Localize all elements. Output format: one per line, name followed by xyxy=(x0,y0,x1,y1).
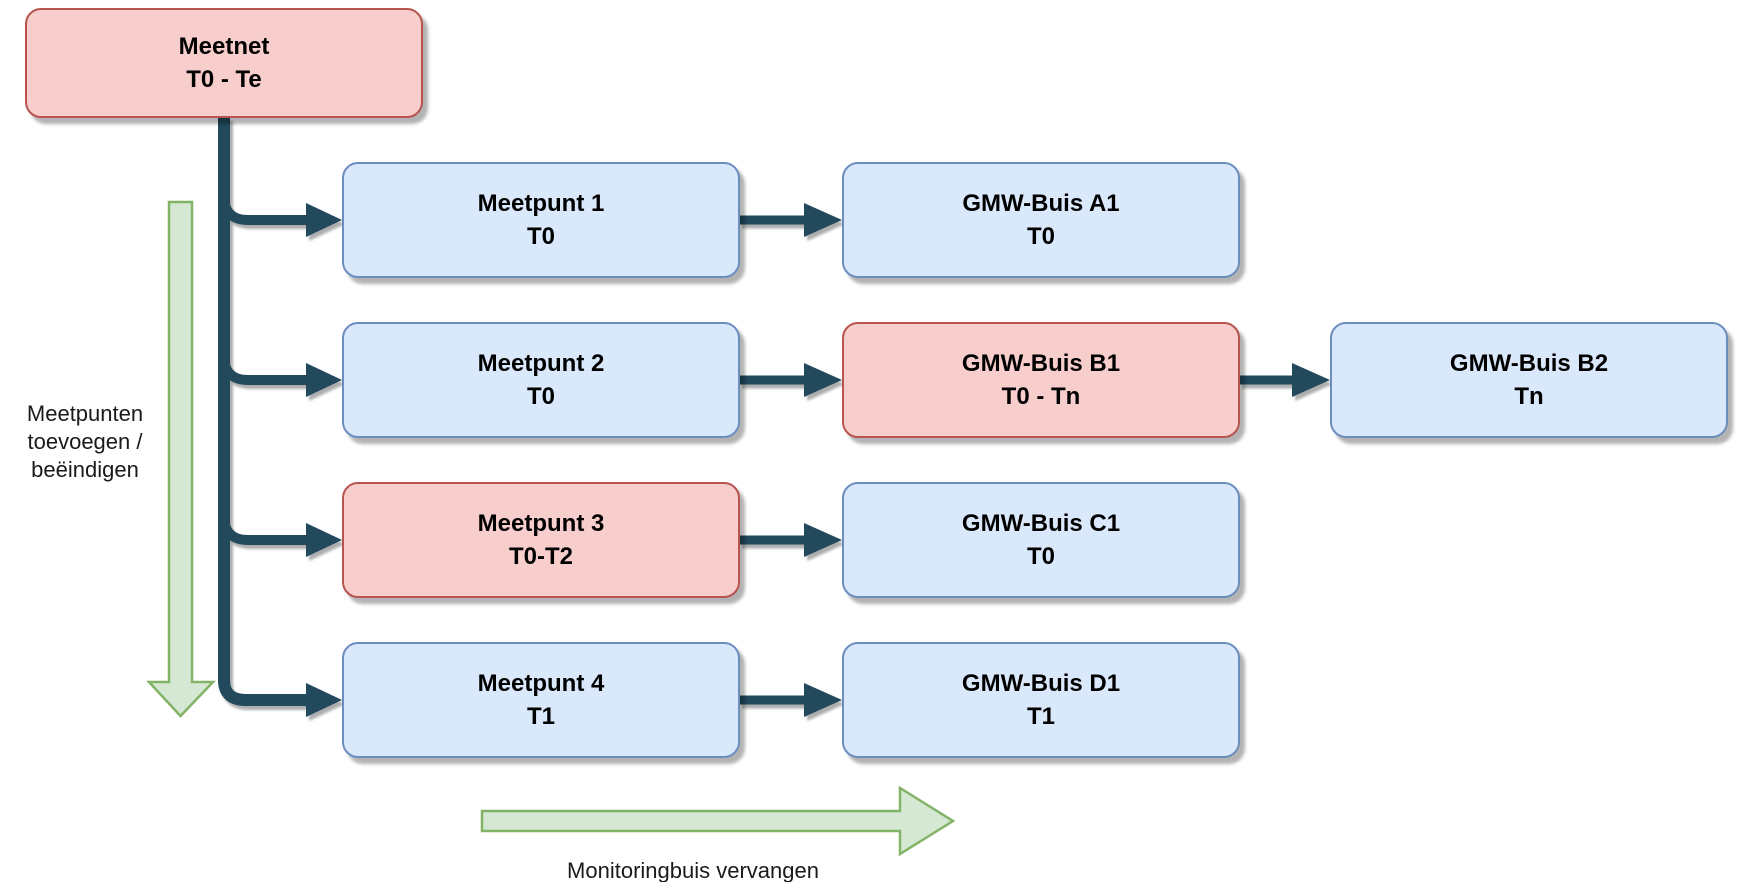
node-period: T0 xyxy=(526,383,555,410)
node-gmw-buis-b2: GMW-Buis B2 Tn xyxy=(1330,322,1728,438)
node-title: GMW-Buis D1 xyxy=(961,670,1121,697)
arrowhead-d1 xyxy=(804,683,842,717)
arrowhead-b2 xyxy=(1292,363,1330,397)
bottom-annotation: Monitoringbuis vervangen xyxy=(567,858,819,882)
node-period: T0 - Tn xyxy=(1001,383,1081,410)
node-meetnet: Meetnet T0 - Te xyxy=(25,8,423,118)
node-title: GMW-Buis A1 xyxy=(962,190,1120,217)
arrowhead-c1 xyxy=(804,523,842,557)
node-period: T0-T2 xyxy=(508,543,573,570)
left-annotation-line: beëindigen xyxy=(31,457,139,482)
node-period: T0 - Te xyxy=(186,66,262,93)
node-meetpunt-1: Meetpunt 1 T0 xyxy=(342,162,740,278)
branch-connector-row2 xyxy=(219,355,307,385)
arrowhead-branch-row1 xyxy=(306,203,342,237)
arrowhead-branch-row3 xyxy=(306,523,342,557)
node-title: Meetpunt 1 xyxy=(477,190,605,217)
arrowhead-b1 xyxy=(804,363,842,397)
node-period: Tn xyxy=(1514,383,1544,410)
branch-connector-row3 xyxy=(219,515,307,545)
node-period: T1 xyxy=(526,703,555,730)
arrowhead-branch-row2 xyxy=(306,363,342,397)
node-gmw-buis-d1: GMW-Buis D1 T1 xyxy=(842,642,1240,758)
arrowhead-a1 xyxy=(804,203,842,237)
node-meetpunt-2: Meetpunt 2 T0 xyxy=(342,322,740,438)
node-period: T0 xyxy=(526,223,555,250)
trunk-connector xyxy=(218,117,307,706)
node-title: GMW-Buis B1 xyxy=(961,350,1121,377)
node-gmw-buis-b1: GMW-Buis B1 T0 - Tn xyxy=(842,322,1240,438)
left-annotation-line: toevoegen / xyxy=(27,429,143,454)
node-period: T0 xyxy=(1026,223,1055,250)
node-title: GMW-Buis B2 xyxy=(1449,350,1609,377)
node-period: T1 xyxy=(1026,703,1055,730)
node-meetpunt-3: Meetpunt 3 T0-T2 xyxy=(342,482,740,598)
arrowhead-branch-row4 xyxy=(306,683,342,717)
node-title: Meetpunt 3 xyxy=(477,510,605,537)
timeline-right-arrow xyxy=(480,785,956,857)
node-gmw-buis-c1: GMW-Buis C1 T0 xyxy=(842,482,1240,598)
node-period: T0 xyxy=(1026,543,1055,570)
node-gmw-buis-a1: GMW-Buis A1 T0 xyxy=(842,162,1240,278)
node-meetpunt-4: Meetpunt 4 T1 xyxy=(342,642,740,758)
node-title: GMW-Buis C1 xyxy=(961,510,1121,537)
left-annotation: Meetpunten toevoegen / beëindigen xyxy=(0,400,170,484)
node-title: Meetnet xyxy=(178,33,270,60)
branch-connector-row1 xyxy=(219,195,307,225)
left-annotation-line: Meetpunten xyxy=(26,401,144,426)
node-title: Meetpunt 4 xyxy=(477,670,605,697)
node-title: Meetpunt 2 xyxy=(477,350,605,377)
